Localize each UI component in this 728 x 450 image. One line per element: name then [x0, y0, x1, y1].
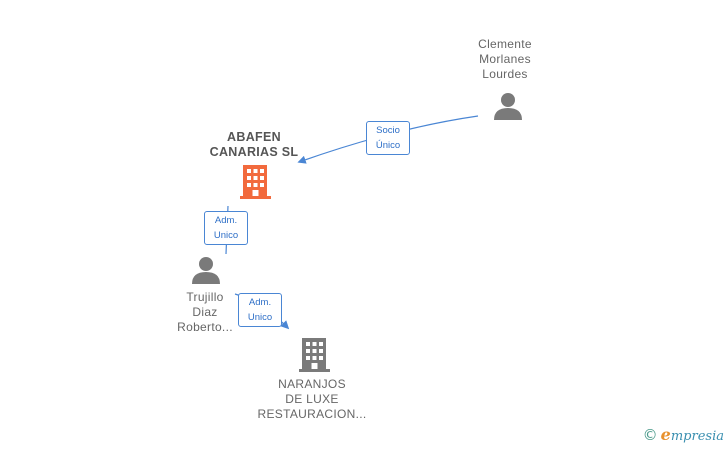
- person-icon[interactable]: [494, 93, 522, 120]
- edge-label-adm-unico-naranjos[interactable]: Adm. Unico: [238, 293, 282, 327]
- node-label-clemente[interactable]: Clemente Morlanes Lourdes: [455, 37, 555, 82]
- edge-label-line: Adm.: [248, 297, 272, 308]
- edge-label-line: Socio: [376, 125, 400, 136]
- node-label-line: CANARIAS SL: [209, 145, 299, 159]
- node-label-line: RESTAURACION...: [257, 407, 367, 421]
- node-label-line: DE LUXE: [285, 392, 339, 406]
- node-label-line: Trujillo: [186, 290, 224, 304]
- node-label-line: Clemente: [478, 37, 532, 51]
- copyright-icon: ©: [642, 425, 658, 444]
- brand-logo-text: mpresia: [670, 429, 724, 444]
- brand-watermark: © empresia: [643, 425, 724, 444]
- brand-logo-e: e: [660, 425, 671, 444]
- edge-label-line: Único: [375, 140, 401, 151]
- node-label-line: Lourdes: [482, 67, 528, 81]
- edge-label-adm-unico-abafen[interactable]: Adm. Unico: [204, 211, 248, 245]
- node-label-line: NARANJOS: [278, 377, 346, 391]
- node-label-trujillo[interactable]: Trujillo Diaz Roberto...: [160, 290, 250, 335]
- node-label-line: Morlanes: [479, 52, 531, 66]
- person-icon[interactable]: [192, 257, 220, 284]
- building-icon[interactable]: [240, 165, 271, 199]
- node-label-naranjos[interactable]: NARANJOS DE LUXE RESTAURACION...: [252, 377, 372, 422]
- edge-label-socio-unico[interactable]: Socio Único: [366, 121, 410, 155]
- edge-label-line: Adm.: [214, 215, 238, 226]
- node-label-line: Roberto...: [177, 320, 233, 334]
- edge-label-line: Unico: [213, 230, 239, 241]
- node-label-line: ABAFEN: [227, 130, 281, 144]
- building-icon[interactable]: [299, 338, 330, 372]
- node-label-line: Diaz: [192, 305, 218, 319]
- edge-label-line: Unico: [247, 312, 273, 323]
- brand-logo: empresia: [661, 425, 724, 444]
- node-label-abafen[interactable]: ABAFEN CANARIAS SL: [195, 130, 313, 160]
